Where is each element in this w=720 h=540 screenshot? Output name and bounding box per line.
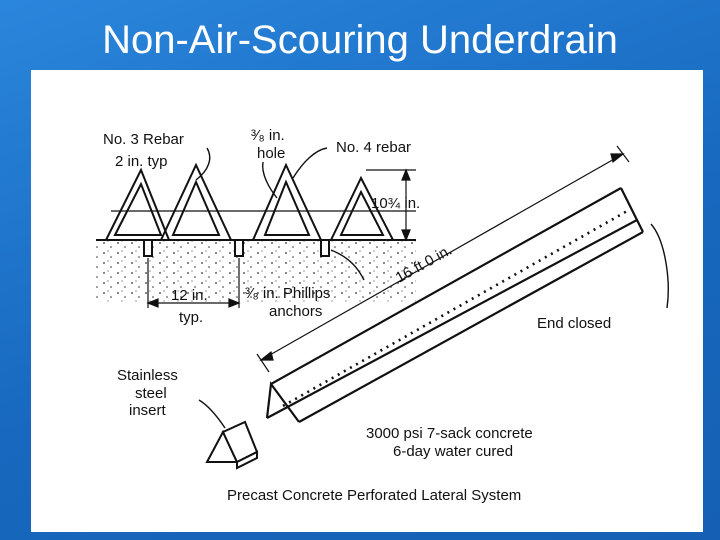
end-closed-leader — [650, 223, 669, 309]
spacing-dimension — [146, 258, 241, 308]
label-hole: hole — [257, 145, 285, 162]
lateral-profiles — [104, 162, 395, 241]
label-rebar-3: No. 3 Rebar — [103, 131, 184, 148]
length-dimension — [256, 145, 630, 373]
phillips-anchors — [143, 239, 330, 257]
label-typ-2: 2 in. typ — [115, 153, 168, 170]
label-concrete-1: 3000 psi 7-sack concrete — [366, 425, 533, 442]
insert-leader — [198, 399, 226, 429]
label-rebar-4: No. 4 rebar — [336, 139, 411, 156]
label-height: 10¾ in. — [371, 195, 420, 212]
figure-caption: Precast Concrete Perforated Lateral Syst… — [227, 487, 521, 504]
label-concrete-2: 6-day water cured — [393, 443, 513, 460]
label-insert-3: insert — [129, 402, 167, 419]
stainless-insert: Stainless steel insert — [117, 367, 259, 470]
label-spacing: 12 in. — [171, 287, 208, 304]
slide-title: Non-Air-Scouring Underdrain — [102, 18, 618, 62]
label-spacing-typ: typ. — [179, 309, 203, 326]
label-insert-1: Stainless — [117, 367, 178, 384]
leader-lines — [195, 147, 365, 281]
label-end-closed: End closed — [537, 315, 611, 332]
label-anchors: anchors — [269, 303, 322, 320]
figure-panel: No. 3 Rebar 2 in. typ ³⁄₈ in. hole No. 4… — [31, 70, 703, 532]
cross-section-detail: No. 3 Rebar 2 in. typ ³⁄₈ in. hole No. 4… — [96, 127, 420, 326]
label-insert-2: steel — [135, 385, 167, 402]
height-dimension — [366, 168, 416, 242]
label-anchor-size: ³⁄₈ in. Phillips — [245, 285, 330, 302]
label-hole-size: ³⁄₈ in. — [251, 127, 285, 144]
underdrain-diagram: No. 3 Rebar 2 in. typ ³⁄₈ in. hole No. 4… — [96, 127, 669, 504]
